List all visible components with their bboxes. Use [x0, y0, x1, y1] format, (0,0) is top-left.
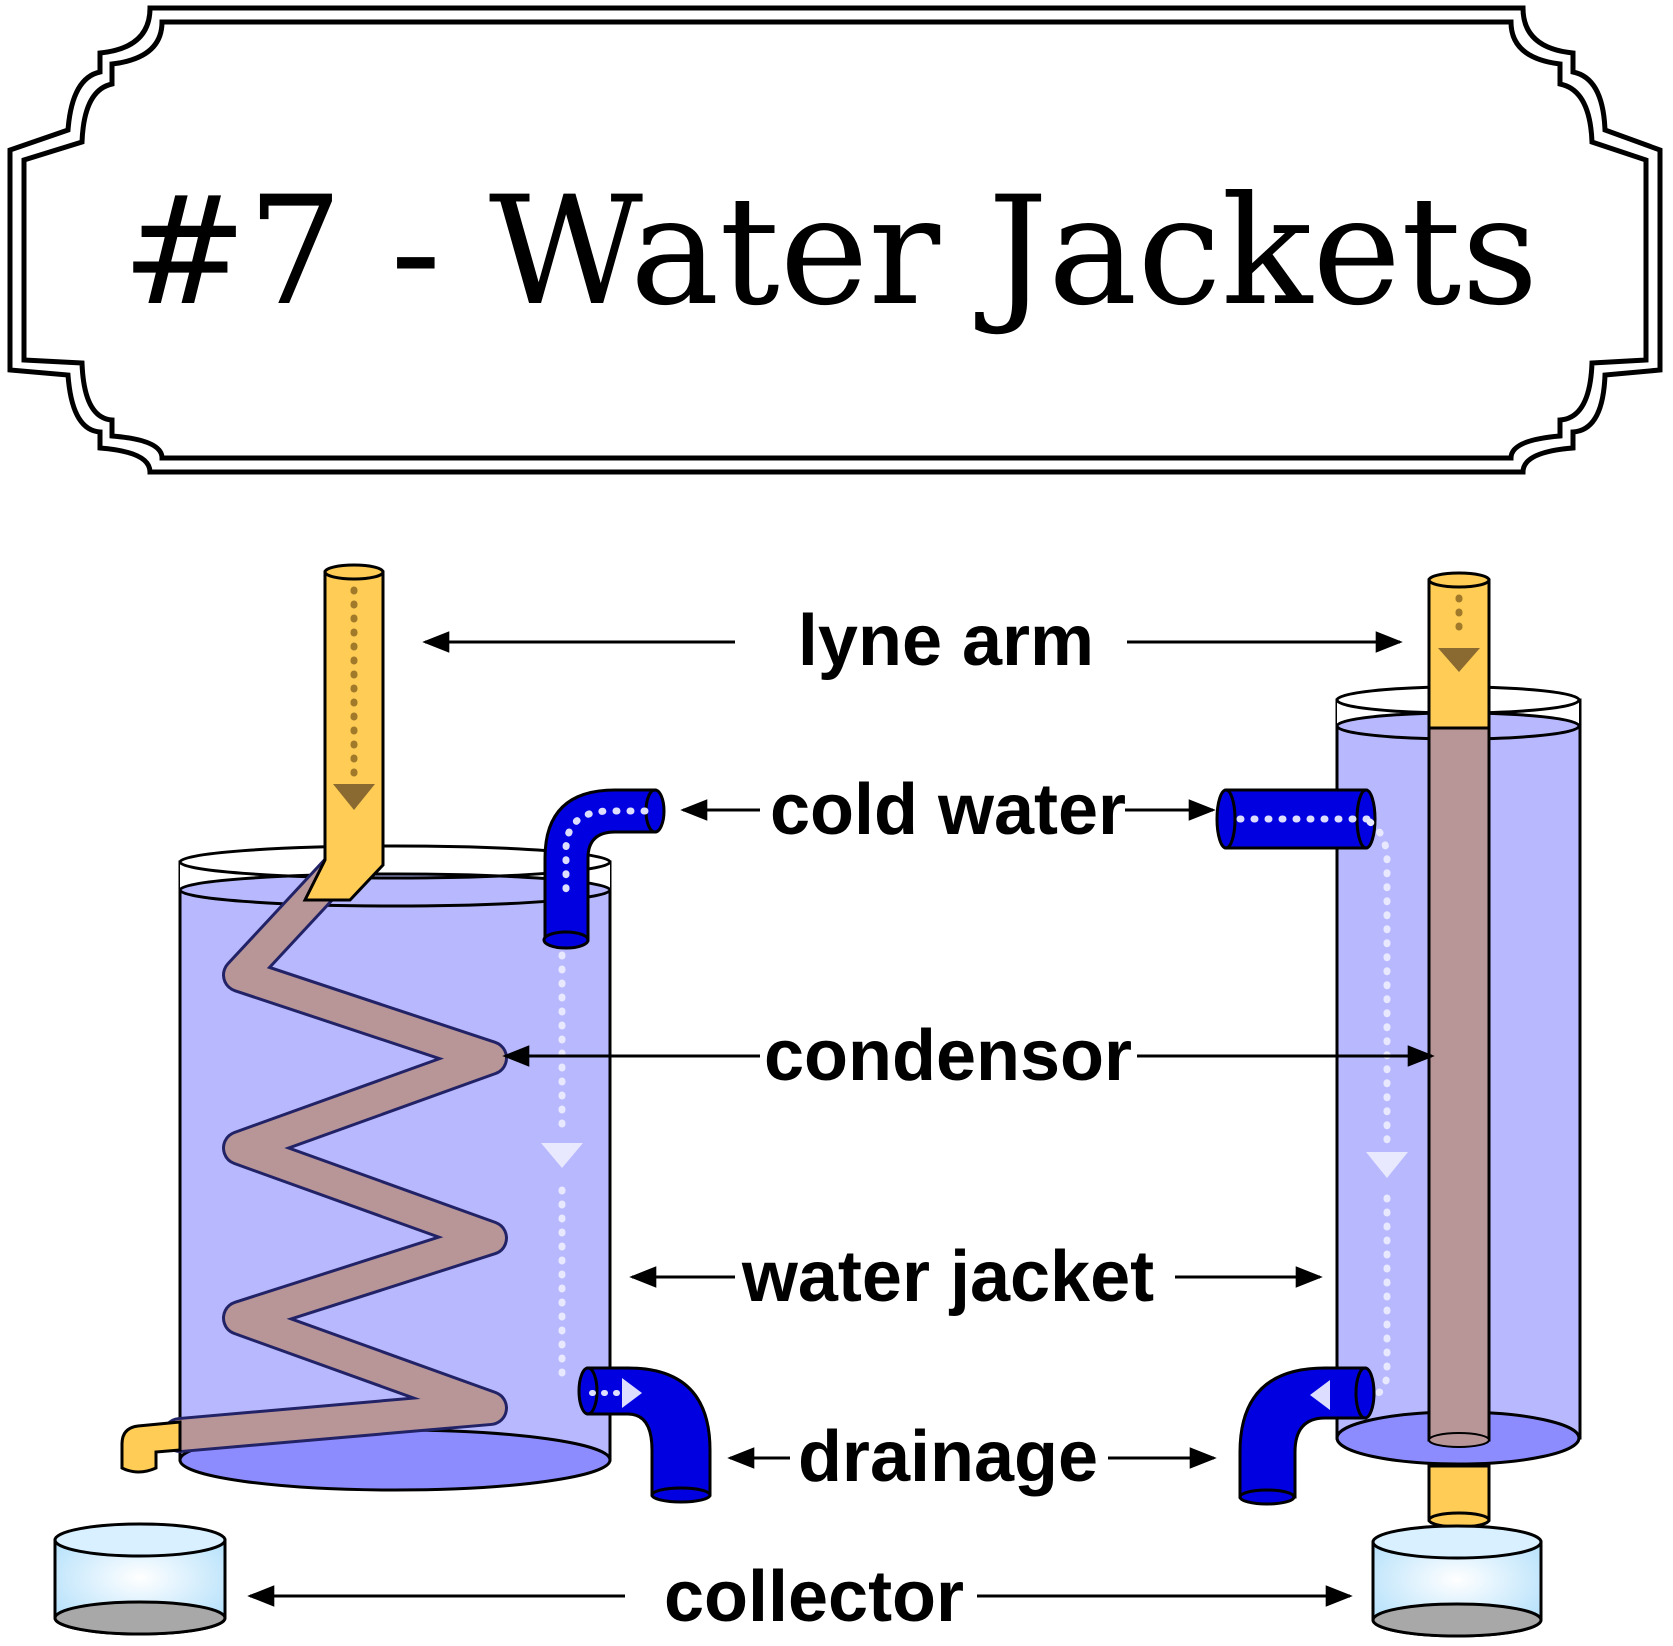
- label-water-jacket: water jacket: [741, 1237, 1154, 1317]
- label-drainage: drainage: [798, 1417, 1098, 1497]
- right-condensor-outlet: [1427, 1464, 1491, 1522]
- title-plaque: #7 - Water Jackets: [7, 5, 1663, 475]
- right-straight-condensor: [1427, 726, 1491, 1442]
- right-drainage-hose: [1238, 1366, 1367, 1499]
- label-cold-water: cold water: [770, 770, 1126, 850]
- right-apparatus: [1215, 571, 1582, 1638]
- label-collector: collector: [664, 1557, 964, 1637]
- left-apparatus: [53, 563, 712, 1636]
- left-cold-water-hose: [543, 788, 657, 942]
- label-condensor: condensor: [764, 1016, 1132, 1096]
- right-collector: [1371, 1524, 1543, 1638]
- left-drainage-hose: [586, 1366, 712, 1497]
- left-collector: [53, 1522, 227, 1636]
- left-coil-condensor: [165, 847, 505, 1450]
- label-lyne-arm: lyne arm: [798, 601, 1094, 681]
- left-coil-outlet: [120, 1420, 182, 1474]
- page-title: #7 - Water Jackets: [122, 165, 1539, 339]
- labels: lyne arm cold water condensor water jack…: [247, 601, 1435, 1637]
